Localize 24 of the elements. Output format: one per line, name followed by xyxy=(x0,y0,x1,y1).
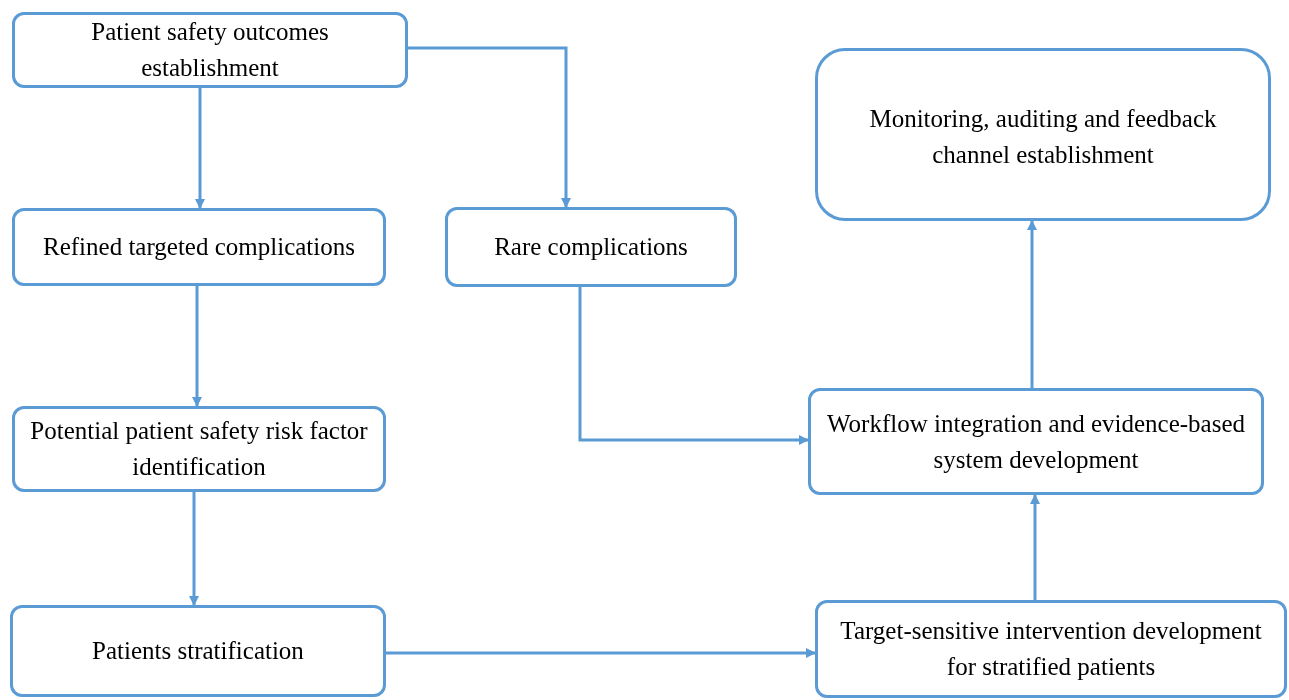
process-box xyxy=(10,605,386,697)
arrow xyxy=(578,287,809,445)
box-label: Target-sensitive intervention development for stratified patients xyxy=(839,616,1263,682)
process-box xyxy=(445,207,737,287)
process-box xyxy=(12,208,386,286)
arrow xyxy=(408,46,571,208)
box-label: Monitoring, auditing and feedback channel establishment xyxy=(868,104,1218,170)
box-label: Rare complications xyxy=(494,232,688,262)
arrow xyxy=(1030,494,1040,600)
box-label: Potential patient safety risk factor identification xyxy=(29,416,369,482)
arrow xyxy=(195,88,205,209)
arrow xyxy=(189,492,199,606)
box-label: Patient safety outcomes establishment xyxy=(90,17,330,83)
arrow xyxy=(1027,220,1037,388)
process-box xyxy=(12,406,386,492)
process-box xyxy=(815,600,1287,698)
process-box xyxy=(815,48,1271,221)
arrow xyxy=(386,648,816,658)
process-box xyxy=(12,12,408,88)
box-label: Refined targeted complications xyxy=(43,232,355,262)
process-box xyxy=(808,388,1264,495)
box-label: Patients stratification xyxy=(92,636,304,666)
box-label: Workflow integration and evidence-based system development xyxy=(826,408,1246,475)
arrow xyxy=(192,286,202,407)
